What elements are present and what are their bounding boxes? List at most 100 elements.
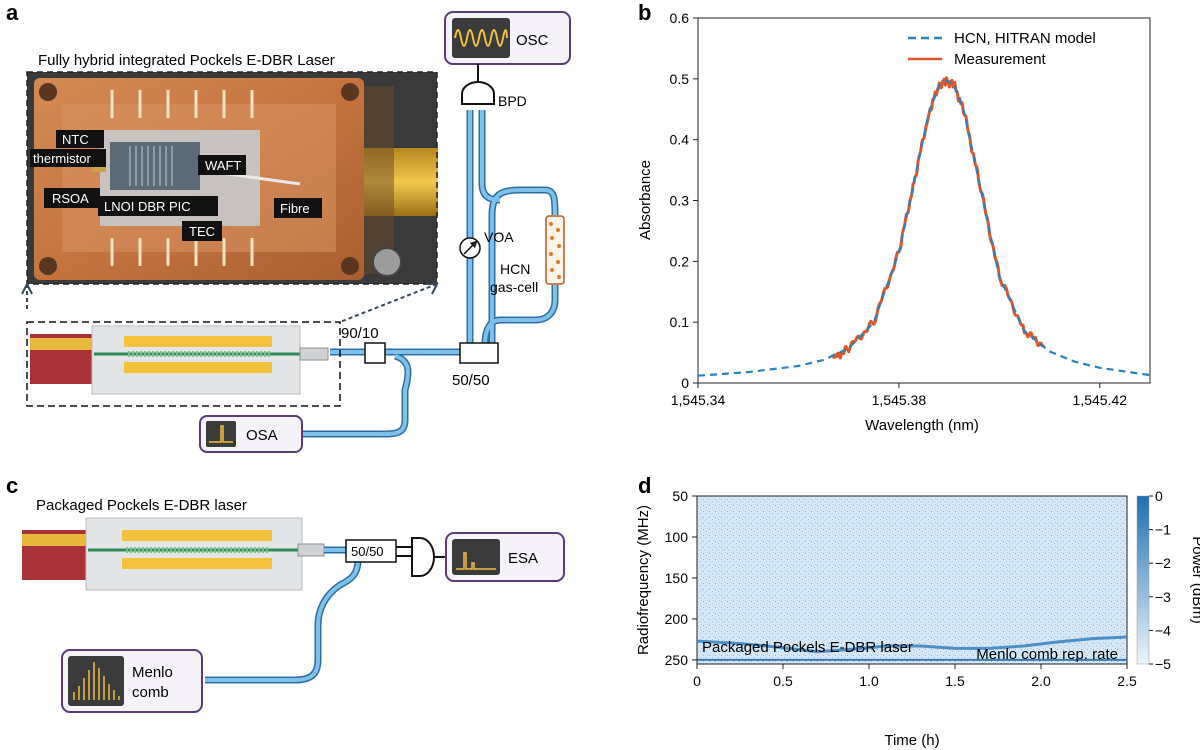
- waft-label: WAFT: [205, 158, 241, 173]
- plot-d-frame: [696, 495, 1128, 665]
- plot-b-legend: HCN, HITRAN model Measurement: [908, 30, 1096, 68]
- plot-d-xlabel: Time (h): [884, 732, 939, 749]
- plot-b-frame: [697, 17, 1151, 384]
- electrical-pins: [110, 90, 254, 266]
- lnoi-chip: [110, 142, 200, 190]
- chip-schematic-a: [26, 321, 341, 407]
- panel-label-b: b: [638, 0, 651, 25]
- label-bg: [98, 196, 218, 216]
- thermistor-label: thermistor: [33, 151, 91, 166]
- voa-label: VOA: [484, 229, 514, 245]
- screw-hole: [39, 83, 57, 101]
- colorbar-label: Power (dBm): [1189, 536, 1200, 624]
- x-tick-label: 2.0: [1031, 673, 1051, 689]
- electrode-bottom: [124, 362, 272, 373]
- rsoa-label: RSOA: [52, 191, 89, 206]
- voa-arrow: [463, 240, 478, 255]
- screw-hole: [39, 257, 57, 275]
- fibre-ferrule: [299, 347, 329, 361]
- fibre-network-a: [300, 110, 559, 438]
- y-tick-label: 50: [672, 488, 688, 504]
- label-bg: [56, 130, 104, 148]
- menlo-label-line1: Menlo: [132, 664, 173, 681]
- x-tick-label: 1,545.34: [671, 392, 726, 408]
- gas-molecules: [549, 222, 561, 279]
- connector-body: [364, 86, 394, 274]
- hcn-gas-cell-icon: [545, 215, 565, 285]
- osa-instrument: OSA: [199, 415, 303, 453]
- osc-screen: [452, 18, 510, 58]
- y-tick-label: 0.2: [670, 253, 690, 269]
- chip-schematic-c: [22, 517, 325, 591]
- y-tick-label: 0.4: [670, 132, 690, 148]
- electrode-top: [122, 530, 272, 541]
- label-bg: [274, 198, 322, 218]
- panel-c: c Packaged Pockels E-DBR laser 50/50: [6, 473, 565, 713]
- fibre-network-c: [205, 546, 362, 684]
- menlo-comb-instrument: Menlo comb: [61, 649, 203, 713]
- osc-waveform-icon: [454, 29, 508, 47]
- x-tick-label: 1,545.38: [872, 392, 927, 408]
- y-tick-label: 200: [665, 611, 689, 627]
- colorbar-tick-label: 0: [1155, 488, 1163, 504]
- screw-hole: [341, 257, 359, 275]
- fibre-label: Fibre: [280, 201, 310, 216]
- splitter-50-50-label: 50/50: [452, 372, 490, 389]
- ntc-label: NTC: [62, 132, 89, 147]
- panel-label-c: c: [6, 473, 18, 498]
- x-tick-label: 0: [693, 673, 701, 689]
- schematic-frame: [26, 321, 341, 407]
- plot-b-series: [697, 76, 1151, 377]
- colorbar-tick-label: −2: [1155, 555, 1171, 571]
- panel-label-a: a: [6, 0, 19, 25]
- zoom-line-right: [339, 283, 438, 323]
- colorbar-tick-label: −1: [1155, 522, 1171, 538]
- lnoi-label: LNOI DBR PIC: [104, 199, 191, 214]
- plot-b-xlabel: Wavelength (nm): [865, 417, 979, 434]
- electrode-top: [124, 336, 272, 347]
- splitter-90-10-label: 90/10: [341, 325, 379, 342]
- osc-instrument: OSC: [444, 11, 571, 65]
- zoom-arrow-left: [21, 281, 33, 295]
- chip-body: [85, 517, 303, 591]
- x-tick-label: 1,545.42: [1073, 392, 1128, 408]
- connector-screw: [372, 247, 402, 277]
- series-measurement: [832, 76, 1046, 360]
- menlo-label-line2: comb: [132, 684, 169, 701]
- y-tick-label: 0.3: [670, 193, 690, 209]
- x-tick-label: 1.5: [945, 673, 965, 689]
- panel-c-title: Packaged Pockels E-DBR laser: [36, 497, 247, 514]
- panel-a: a Fully hybrid integrated Pockels E-DBR …: [6, 0, 571, 453]
- label-bg: [44, 188, 100, 208]
- label-bg: [182, 221, 222, 241]
- legend-label-measurement: Measurement: [954, 51, 1047, 68]
- y-tick-label: 0.6: [670, 10, 690, 26]
- splitter-90-10: [364, 342, 386, 364]
- menlo-screen: [68, 656, 124, 706]
- osa-label: OSA: [246, 427, 278, 444]
- colorbar-tick-label: −5: [1155, 656, 1171, 672]
- esa-spectrum-icon: [456, 552, 496, 570]
- y-tick-label: 250: [665, 652, 689, 668]
- y-tick-label: 150: [665, 570, 689, 586]
- trace-label-menlo: Menlo comb rep. rate: [976, 646, 1118, 663]
- electrode-bottom: [122, 558, 272, 569]
- chip-gratings: [129, 146, 173, 186]
- plot-d-traces: [696, 635, 1128, 661]
- esa-label: ESA: [508, 550, 538, 567]
- series-hitran-model: [697, 79, 1151, 377]
- screw-hole: [341, 83, 359, 101]
- plot-b-ylabel: Absorbance: [637, 160, 654, 240]
- photo-labels: NTC thermistor WAFT RSOA LNOI DBR PIC Fi…: [30, 130, 322, 241]
- y-tick-label: 100: [665, 529, 689, 545]
- bpd-label: BPD: [498, 93, 527, 109]
- osc-label: OSC: [516, 32, 549, 49]
- rsoa-gold: [22, 534, 86, 546]
- trace-laser: [696, 635, 1128, 654]
- bpd-detector-icon: [461, 81, 495, 105]
